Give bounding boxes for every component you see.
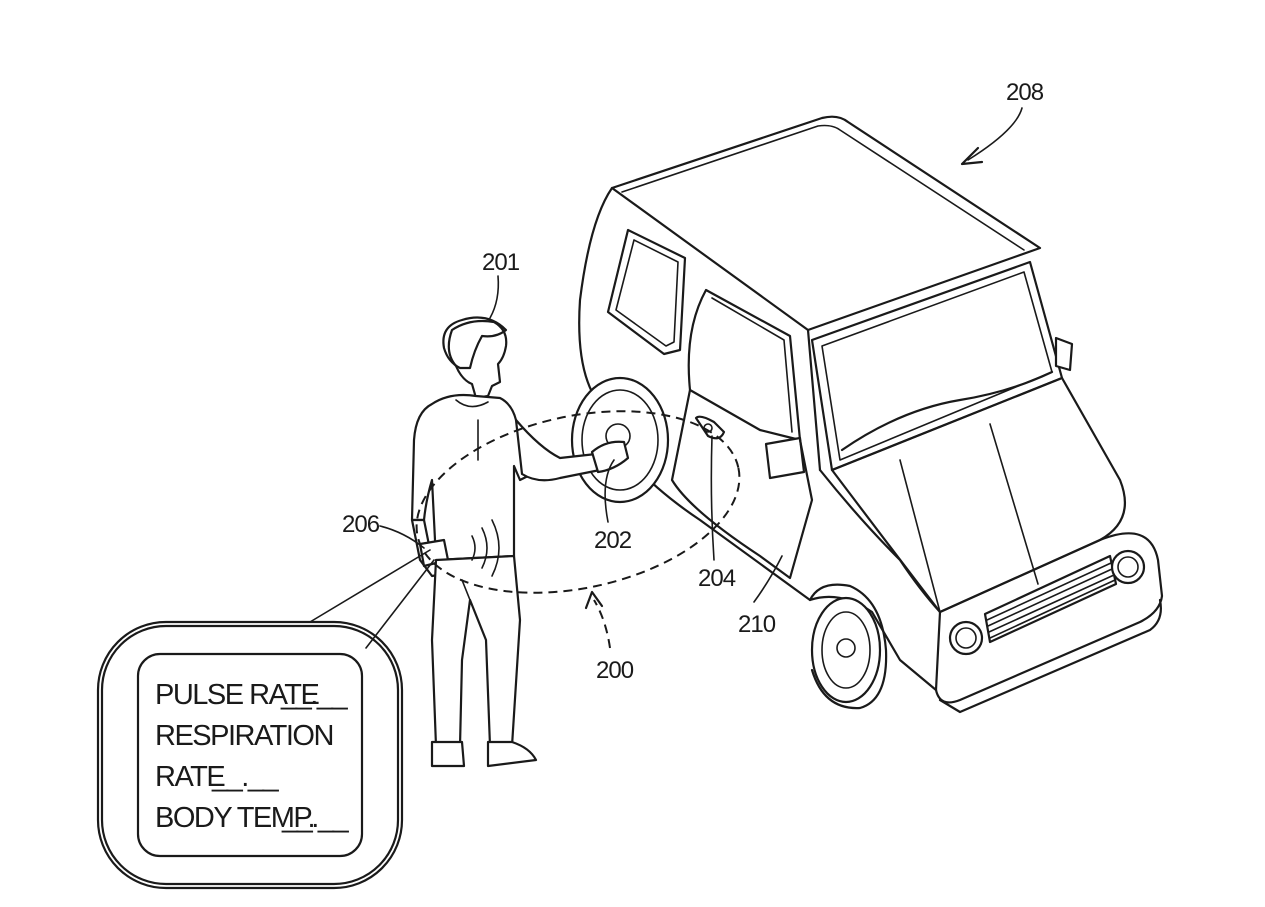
person	[410, 316, 630, 768]
pulse-rate-label: PULSE RATE	[155, 679, 320, 711]
label-201: 201	[482, 249, 520, 276]
leader-lines	[379, 107, 1023, 649]
vehicle	[570, 115, 1164, 714]
respiration-label: RESPIRATION	[155, 720, 333, 752]
communication-zone	[415, 410, 741, 594]
label-208: 208	[1006, 79, 1044, 106]
pulse-rate-blank: __.__	[280, 679, 348, 711]
label-204: 204	[698, 565, 736, 592]
rate-blank: __.__	[211, 761, 279, 793]
rate-label: RATE	[155, 761, 225, 793]
label-210: 210	[738, 611, 776, 638]
label-206: 206	[342, 511, 380, 538]
body-temp-blank: __.__	[281, 802, 349, 834]
label-200: 200	[596, 657, 634, 684]
label-202: 202	[594, 527, 632, 554]
wearable-callout	[96, 549, 435, 890]
body-temp-label: BODY TEMP.	[155, 802, 314, 834]
